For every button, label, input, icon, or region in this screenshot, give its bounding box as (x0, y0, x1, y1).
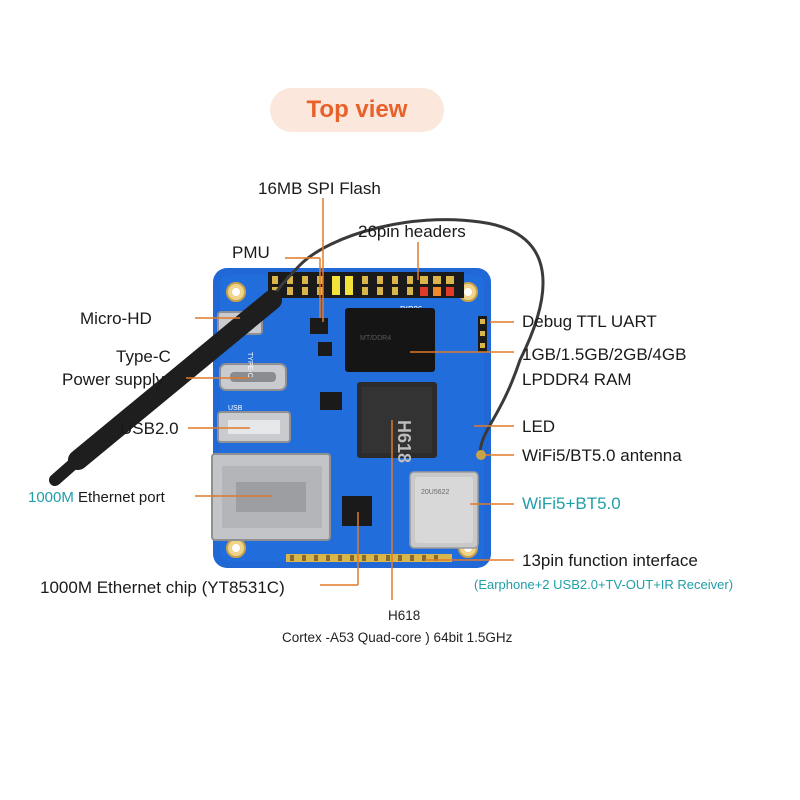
title-pill: Top view (270, 88, 444, 132)
pmu-chip (310, 318, 328, 334)
page-title: Top view (306, 96, 408, 123)
label-ethernet-port-text: Ethernet port (73, 489, 165, 506)
label-debug-uart: Debug TTL UART (522, 312, 657, 331)
label-antenna: WiFi5/BT5.0 antenna (522, 446, 682, 465)
label-wifi: WiFi5+BT5.0 (522, 494, 621, 513)
leader-lines (186, 198, 514, 600)
usb-silk: USB (228, 405, 243, 412)
ram-chip (345, 308, 435, 372)
label-13pin: 13pin function interface (522, 551, 698, 570)
label-ram-type: LPDDR4 RAM (522, 370, 632, 389)
label-spi-flash: 16MB SPI Flash (258, 179, 381, 198)
label-usb: USB2.0 (120, 419, 179, 438)
label-ram-sizes: 1GB/1.5GB/2GB/4GB (522, 345, 687, 364)
ethernet-chip (342, 496, 372, 526)
label-soc-name: H618 (388, 608, 421, 623)
label-13pin-detail: (Earphone+2 USB2.0+TV-OUT+IR Receiver) (474, 577, 734, 592)
label-ethernet-port: 1000M Ethernet port (28, 488, 165, 508)
label-micro-hd: Micro-HD (80, 309, 152, 328)
label-pmu: PMU (232, 243, 270, 262)
antenna-connector (476, 450, 486, 460)
label-power-supply: Power supply (62, 370, 165, 389)
label-26pin-headers: 26pin headers (358, 222, 466, 241)
label-led: LED (522, 417, 556, 436)
label-type-c: Type-C (116, 347, 171, 366)
ram-chip-mark: MT/DDR4 (360, 335, 391, 342)
flash-chip (320, 392, 342, 410)
label-ethernet-speed: 1000M (28, 489, 74, 506)
label-soc-desc: Cortex -A53 Quad-core ) 64bit 1.5GHz (282, 630, 513, 645)
typec-silk: TYPE-C (246, 352, 253, 378)
soc-chip-mark: H618 (394, 420, 414, 463)
label-ethernet-chip: 1000M Ethernet chip (YT8531C) (40, 578, 285, 597)
antenna-cable (258, 218, 545, 456)
pin-header-26 (268, 272, 464, 298)
antenna-body (68, 290, 282, 470)
wifi-module-mark: 20U5622 (421, 489, 450, 496)
function-header-13 (286, 554, 452, 562)
